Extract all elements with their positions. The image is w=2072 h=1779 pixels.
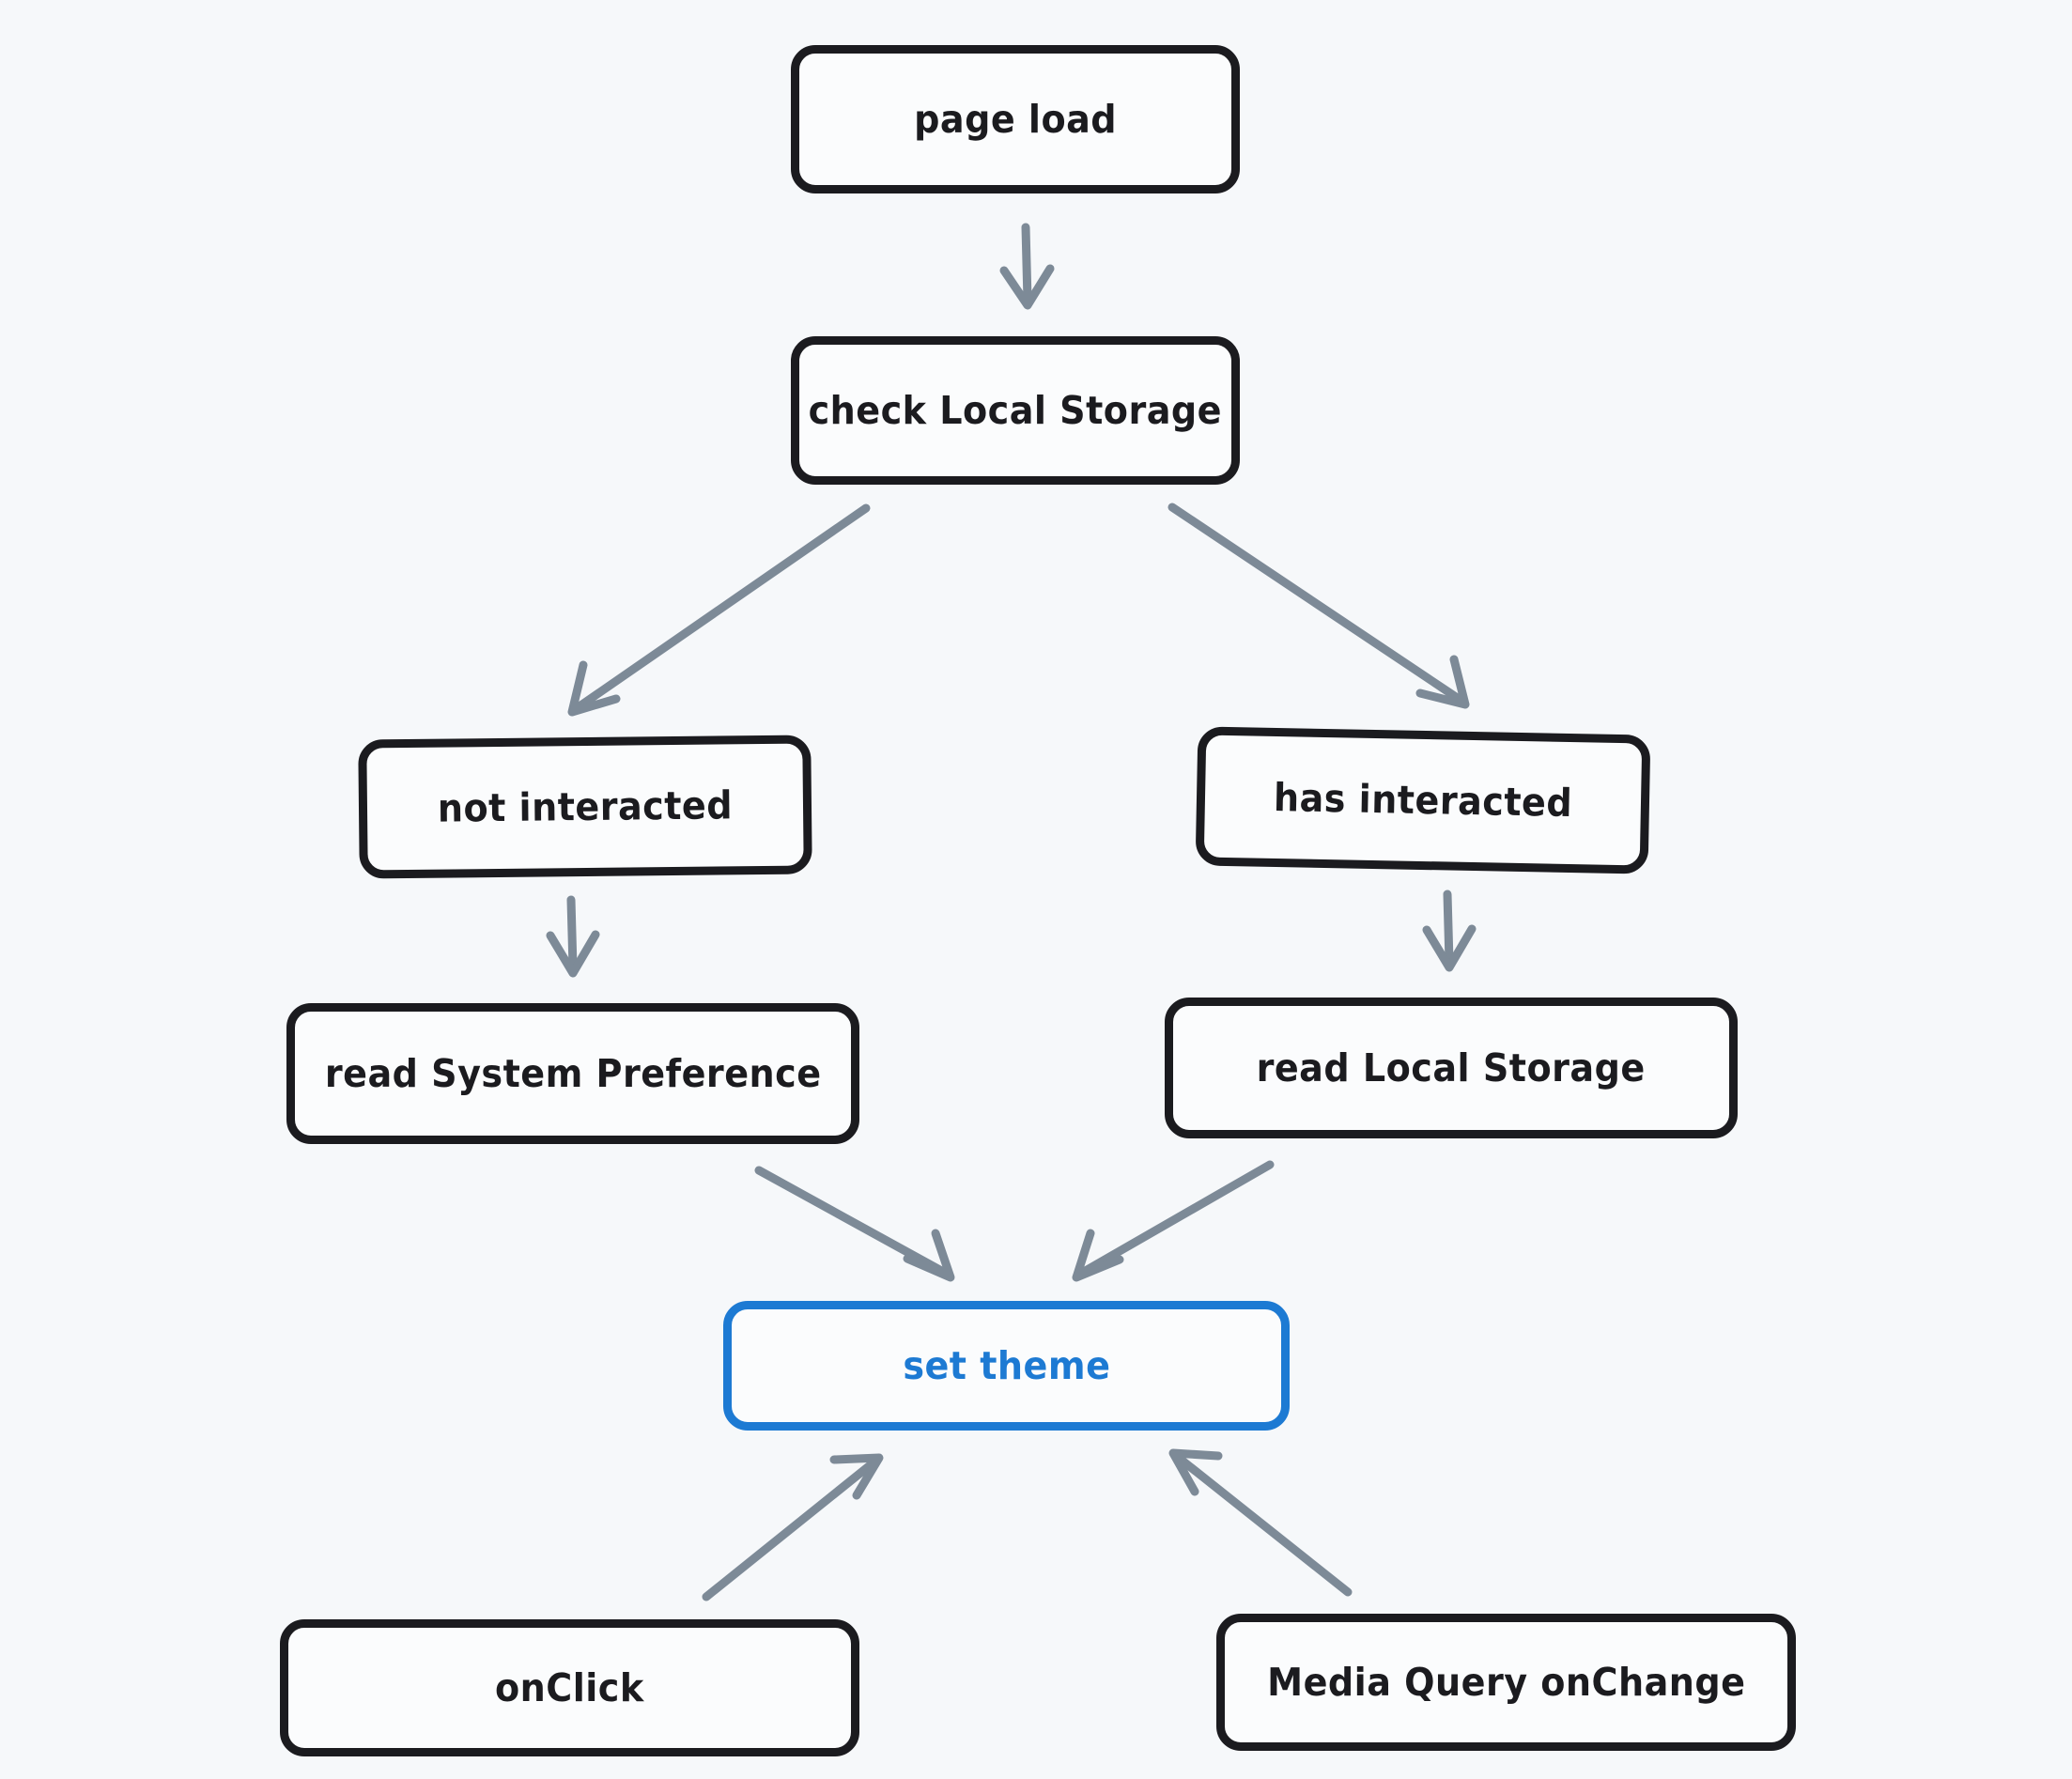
edge-on-click-to-set-theme: [702, 1453, 884, 1601]
edge-page-load-to-check-local-storage: [999, 223, 1055, 310]
node-not-interacted-label: not interacted: [437, 782, 734, 831]
node-not-interacted[interactable]: not interacted: [358, 735, 812, 879]
edge-check-local-storage-to-not-interacted: [567, 503, 871, 717]
node-has-interacted[interactable]: has interacted: [1195, 726, 1651, 874]
node-read-local-storage[interactable]: read Local Storage: [1165, 998, 1738, 1138]
node-read-system-preference[interactable]: read System Preference: [286, 1003, 859, 1144]
node-read-system-preference-label: read System Preference: [324, 1051, 822, 1096]
node-media-query-onchange[interactable]: Media Query onChange: [1216, 1614, 1796, 1751]
node-check-local-storage[interactable]: check Local Storage: [791, 336, 1240, 485]
edge-not-interacted-to-read-system-preference: [546, 895, 600, 978]
node-has-interacted-label: has interacted: [1273, 774, 1573, 827]
node-on-click-label: onClick: [495, 1665, 644, 1710]
node-check-local-storage-label: check Local Storage: [808, 388, 1223, 433]
edge-check-local-storage-to-has-interacted: [1167, 503, 1470, 709]
node-set-theme-label: set theme: [902, 1343, 1111, 1388]
edge-read-local-storage-to-set-theme: [1072, 1160, 1275, 1282]
node-media-query-onchange-label: Media Query onChange: [1266, 1660, 1746, 1705]
node-page-load-label: page load: [914, 97, 1117, 142]
edge-media-query-onchange-to-set-theme: [1168, 1448, 1353, 1597]
node-page-load[interactable]: page load: [791, 45, 1240, 193]
edge-has-interacted-to-read-local-storage: [1422, 890, 1477, 972]
node-on-click[interactable]: onClick: [280, 1619, 859, 1756]
edge-read-system-preference-to-set-theme: [754, 1166, 955, 1282]
node-set-theme[interactable]: set theme: [723, 1301, 1290, 1431]
node-read-local-storage-label: read Local Storage: [1256, 1045, 1647, 1091]
